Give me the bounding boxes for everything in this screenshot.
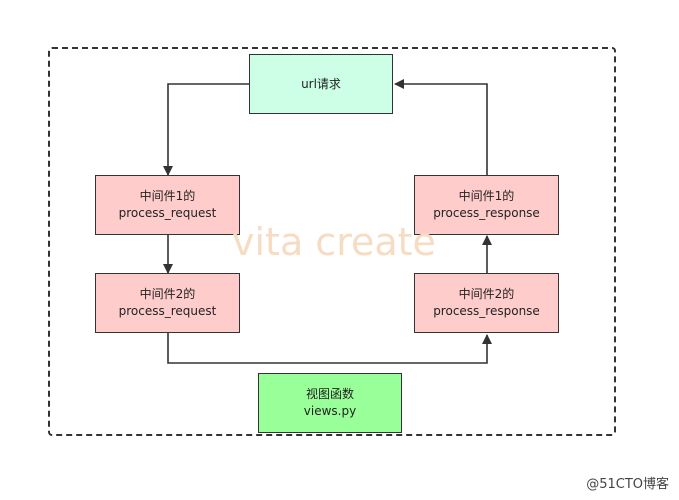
- node-mw2-process-request: 中间件2的 process_request: [95, 273, 240, 333]
- node-mw2-process-response: 中间件2的 process_response: [414, 273, 559, 333]
- node-mw1-request-line1: 中间件1的: [139, 189, 196, 203]
- watermark-text: vita create: [232, 220, 436, 264]
- node-mw2-response-line2: process_response: [433, 304, 540, 318]
- node-mw1-response-line1: 中间件1的: [458, 189, 515, 203]
- arrow-mw1-response-to-url: [394, 79, 488, 175]
- node-view-function-line1: 视图函数: [305, 387, 354, 401]
- node-mw1-request-line2: process_request: [118, 206, 217, 220]
- node-mw1-process-request: 中间件1的 process_request: [95, 175, 240, 235]
- node-url-request: url请求: [249, 54, 393, 114]
- node-url-request-label: url请求: [301, 76, 341, 91]
- diagram-frame: [48, 47, 616, 436]
- node-mw2-request-line2: process_request: [118, 304, 217, 318]
- node-mw2-request-line1: 中间件2的: [139, 287, 196, 301]
- arrow-url-to-mw1-request: [163, 83, 249, 176]
- node-view-function: 视图函数 views.py: [258, 373, 402, 433]
- source-credit: @51CTO博客: [586, 477, 669, 492]
- node-view-function-line2: views.py: [303, 404, 357, 418]
- arrow-mw2-request-to-mw2-response: [167, 333, 492, 364]
- node-mw1-response-line2: process_response: [433, 206, 540, 220]
- node-mw1-process-response: 中间件1的 process_response: [414, 175, 559, 235]
- node-mw2-response-line1: 中间件2的: [458, 287, 515, 301]
